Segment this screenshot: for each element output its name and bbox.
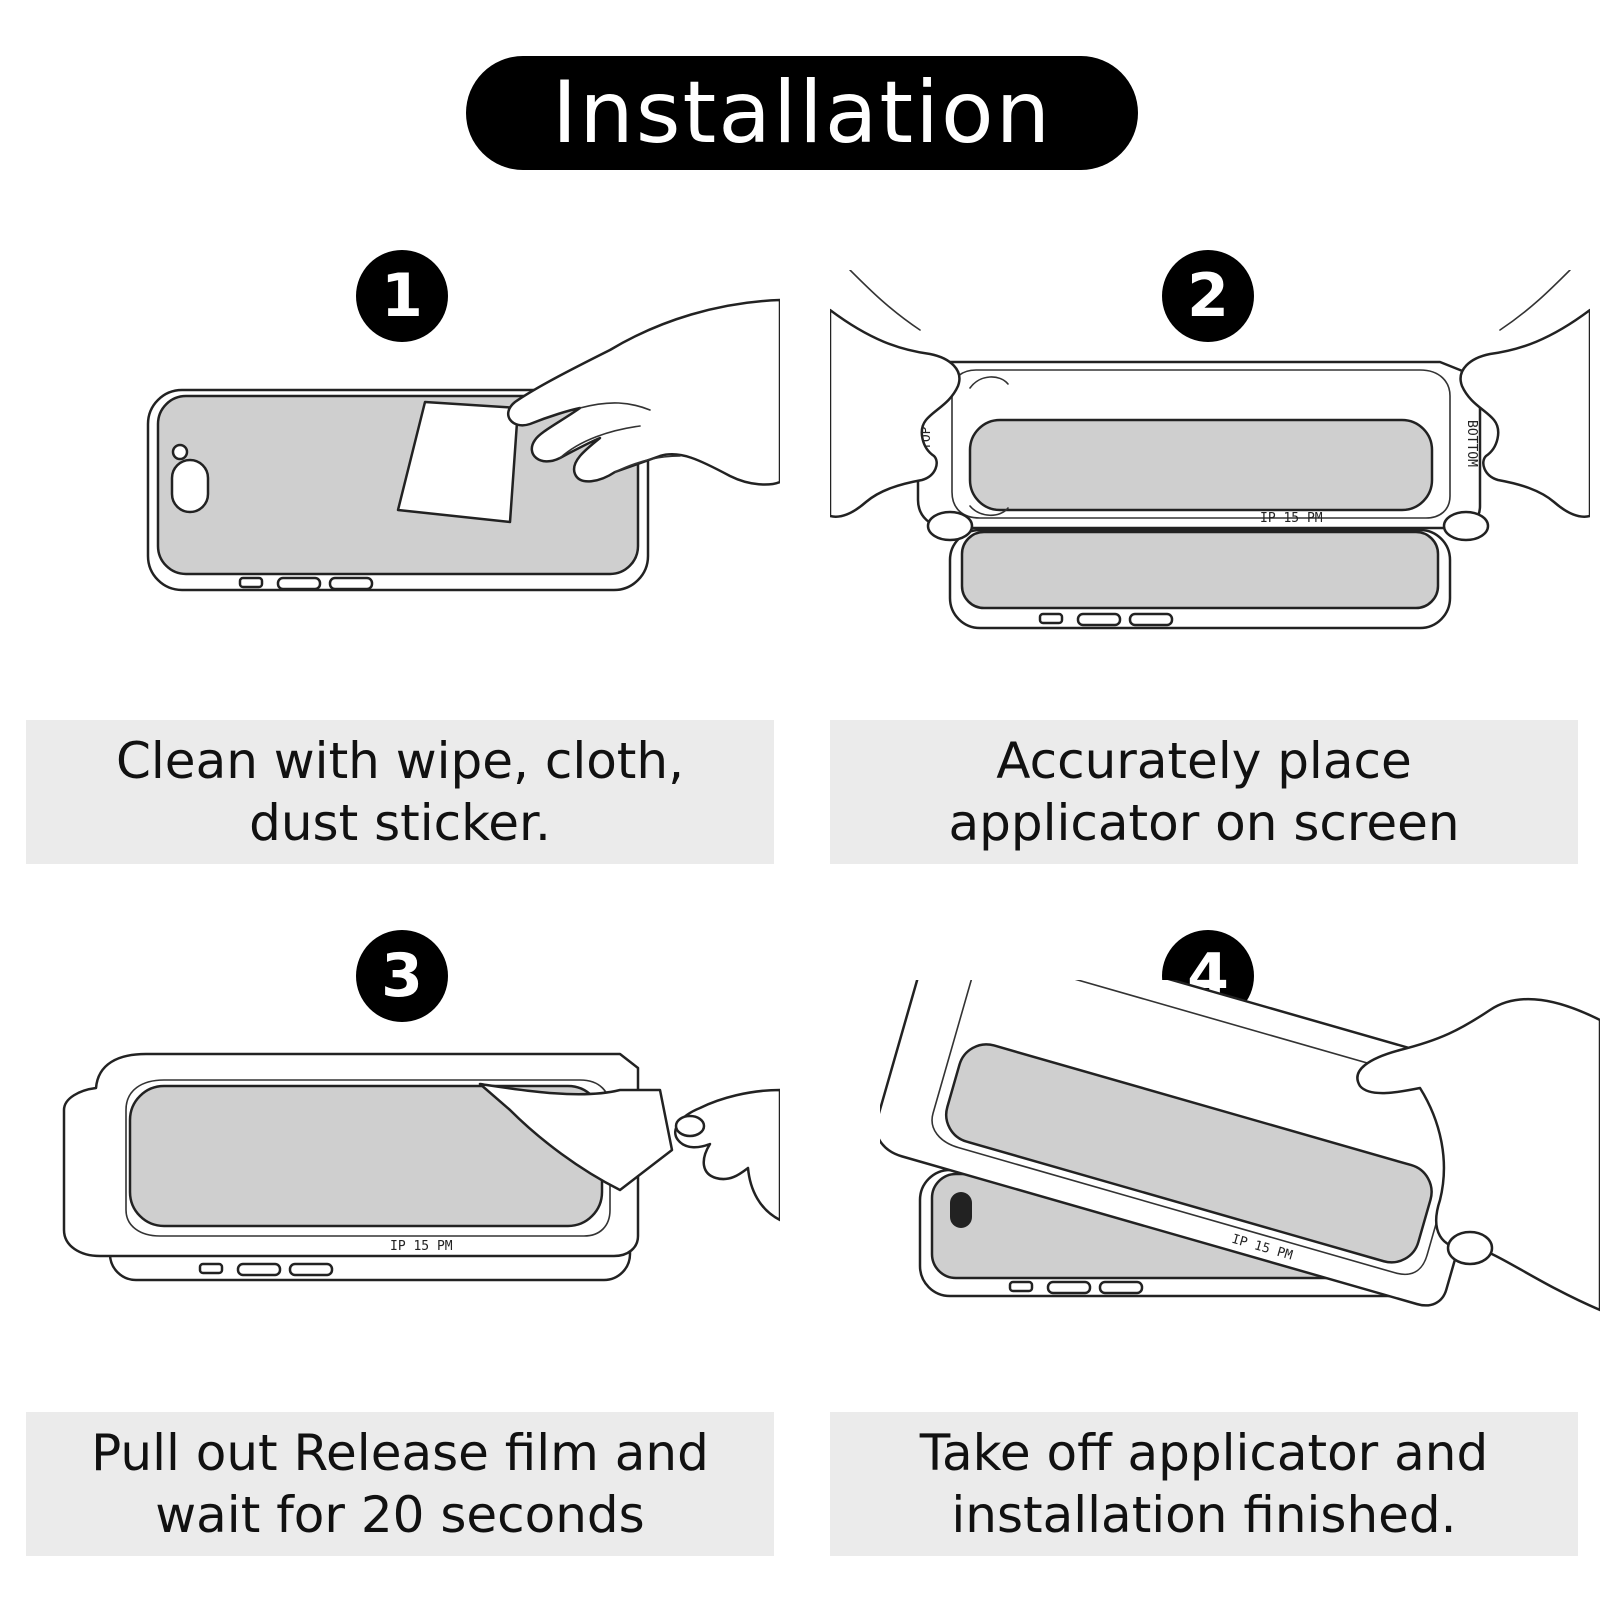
step-3-caption-line-1: Pull out Release film and xyxy=(91,1424,709,1482)
applicator-model-text: IP 15 PM xyxy=(1260,511,1323,526)
step-1-caption-line-1: Clean with wipe, cloth, xyxy=(116,732,684,790)
installation-title: Installation xyxy=(466,56,1138,170)
step-4-illustration: IP 15 PM xyxy=(880,980,1600,1340)
step-1-badge: 1 xyxy=(356,250,448,342)
step-2-caption-line-2: applicator on screen xyxy=(948,794,1460,852)
step-4-caption-line-2: installation finished. xyxy=(951,1486,1457,1544)
step-1-illustration xyxy=(140,290,780,610)
step-2-illustration: IP 15 PM TOP BOTTOM xyxy=(830,270,1590,640)
step-2-caption: Accurately place applicator on screen xyxy=(830,720,1578,864)
step-2-caption-line-1: Accurately place xyxy=(996,732,1412,790)
applicator-bottom-text: BOTTOM xyxy=(1464,420,1479,467)
step-1-caption-line-2: dust sticker. xyxy=(249,794,551,852)
step-3-caption: Pull out Release film and wait for 20 se… xyxy=(26,1412,774,1556)
step-3-badge: 3 xyxy=(356,930,448,1022)
step-4-caption-line-1: Take off applicator and xyxy=(919,1424,1489,1482)
step-1-caption: Clean with wipe, cloth, dust sticker. xyxy=(26,720,774,864)
step-4-caption: Take off applicator and installation fin… xyxy=(830,1412,1578,1556)
step-3-caption-line-2: wait for 20 seconds xyxy=(155,1486,645,1544)
step-2-badge: 2 xyxy=(1162,250,1254,342)
step-3-illustration: IP 15 PM xyxy=(60,1050,780,1290)
title-text: Installation xyxy=(551,63,1053,163)
applicator-model-text-3: IP 15 PM xyxy=(390,1239,453,1254)
